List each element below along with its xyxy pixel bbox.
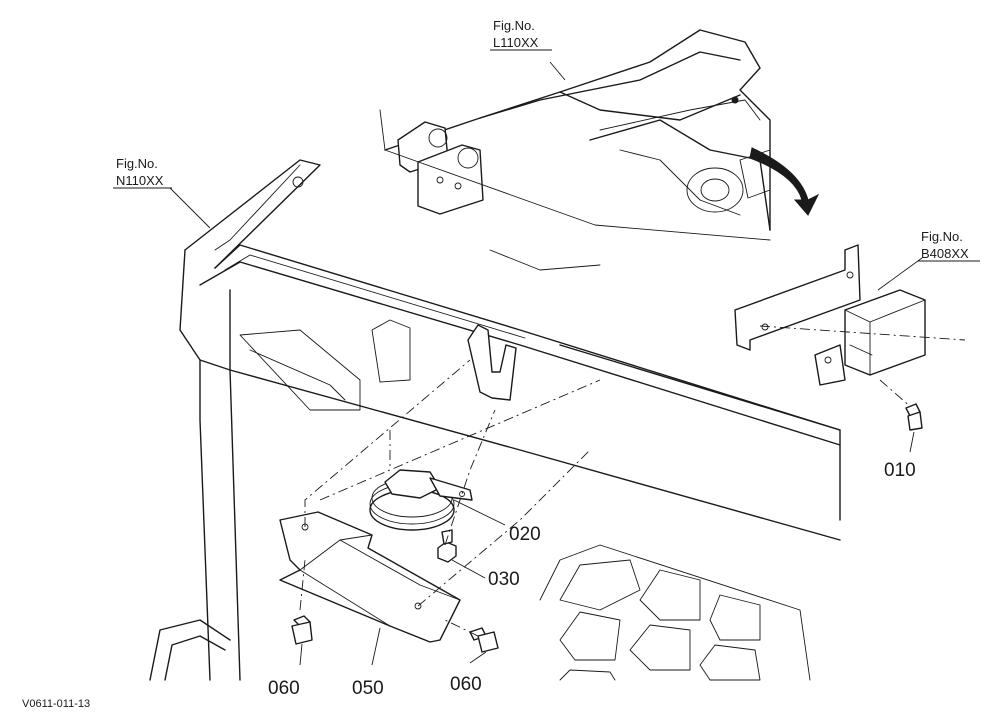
lower-tube (149, 619, 231, 681)
rotation-arrow-icon (749, 147, 820, 216)
part-number-060-left: 060 (268, 678, 300, 699)
horn (369, 469, 473, 531)
upper-frame (384, 29, 771, 231)
relay (844, 289, 926, 376)
pivot-brackets (397, 121, 484, 215)
leader-060-left (299, 643, 303, 666)
bolt-060-right (469, 627, 499, 653)
figref-b408-line2: B408XX (921, 246, 969, 261)
figref-n110-line1: Fig.No. (116, 156, 158, 171)
part-number-020: 020 (509, 524, 541, 545)
grille (539, 544, 811, 681)
figref-l110-line2: L110XX (493, 35, 539, 50)
leader-020 (453, 499, 506, 526)
leader-030 (451, 559, 486, 579)
part-number-030: 030 (488, 569, 520, 590)
leader-050 (371, 627, 381, 666)
figref-b408-line1: Fig.No. (921, 229, 963, 244)
drawing-code: V0611-011-13 (22, 698, 90, 710)
part-number-050: 050 (352, 678, 384, 699)
figref-l110-line1: Fig.No. (493, 18, 535, 33)
leader-n110 (169, 187, 211, 229)
horn-bracket (279, 511, 461, 643)
leader-l110 (549, 61, 566, 81)
part-number-060-right: 060 (450, 674, 482, 695)
beam-clamp (371, 319, 517, 401)
leader-b408 (877, 257, 923, 291)
bolt-010 (905, 403, 923, 431)
relay-bracket (734, 244, 861, 386)
leader-060-right (469, 651, 487, 664)
figref-n110-line2: N110XX (116, 173, 164, 188)
nut-030 (437, 529, 457, 563)
leader-010 (909, 431, 915, 453)
main-frame (179, 109, 841, 681)
bolt-060-left (291, 615, 313, 645)
part-number-010: 010 (884, 460, 916, 481)
